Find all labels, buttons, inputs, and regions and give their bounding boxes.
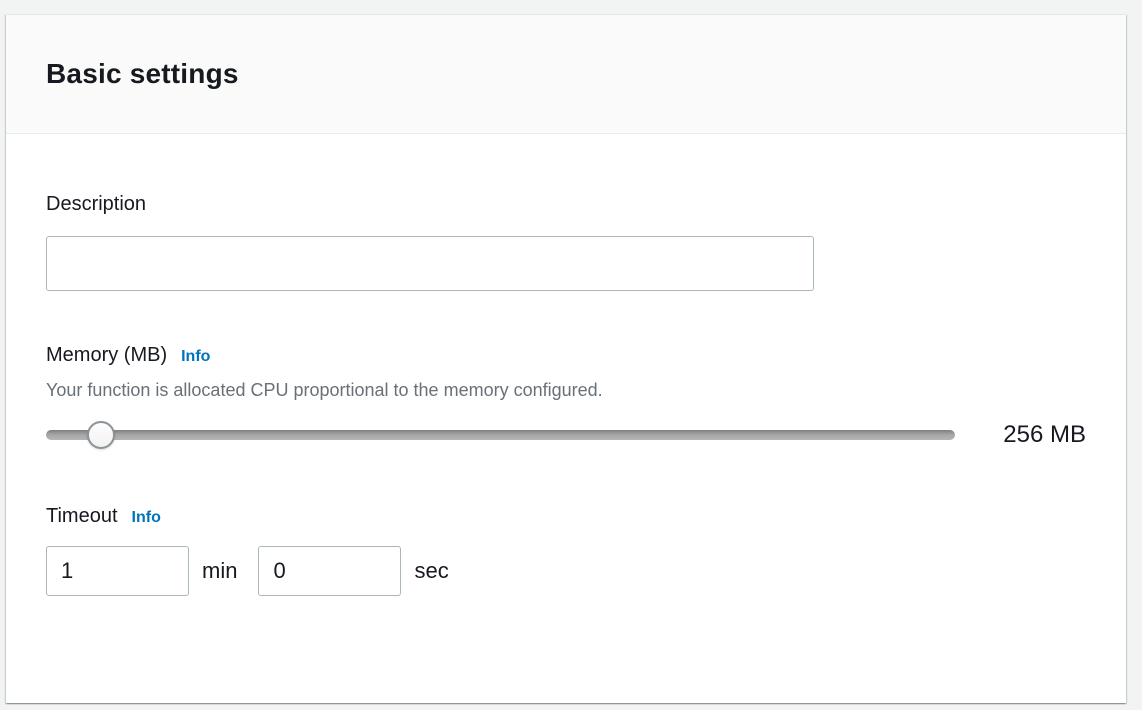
- timeout-label-row: Timeout Info: [46, 504, 1086, 529]
- memory-slider-track[interactable]: [46, 430, 955, 440]
- timeout-seconds-input[interactable]: [258, 546, 402, 596]
- description-label: Description: [46, 193, 147, 215]
- panel-body: Description Memory (MB) Info Your functi…: [6, 134, 1126, 596]
- timeout-minutes-input[interactable]: [46, 546, 189, 596]
- memory-label: Memory (MB): [46, 344, 168, 366]
- timeout-label: Timeout: [46, 505, 118, 527]
- timeout-minutes-unit: min: [202, 558, 238, 583]
- memory-slider-handle[interactable]: [86, 421, 115, 449]
- panel-header: Basic settings: [6, 15, 1126, 134]
- timeout-inputs-row: min sec: [46, 546, 1086, 596]
- memory-value: 256 MB: [1003, 421, 1086, 448]
- basic-settings-panel: Basic settings Description Memory (MB) I…: [6, 14, 1126, 703]
- timeout-info-link[interactable]: Info: [131, 509, 161, 526]
- memory-info-link[interactable]: Info: [181, 348, 211, 365]
- timeout-seconds-unit: sec: [414, 558, 449, 583]
- memory-helper-text: Your function is allocated CPU proportio…: [46, 380, 603, 400]
- memory-slider[interactable]: [46, 420, 955, 450]
- memory-label-row: Memory (MB) Info: [46, 343, 1086, 368]
- memory-slider-row: 256 MB: [46, 420, 1086, 450]
- timeout-field-group: Timeout Info min sec: [46, 504, 1086, 596]
- panel-title: Basic settings: [46, 58, 239, 89]
- memory-field-group: Memory (MB) Info Your function is alloca…: [46, 343, 1086, 450]
- description-input[interactable]: [46, 236, 814, 291]
- description-field-group: Description: [46, 192, 1086, 291]
